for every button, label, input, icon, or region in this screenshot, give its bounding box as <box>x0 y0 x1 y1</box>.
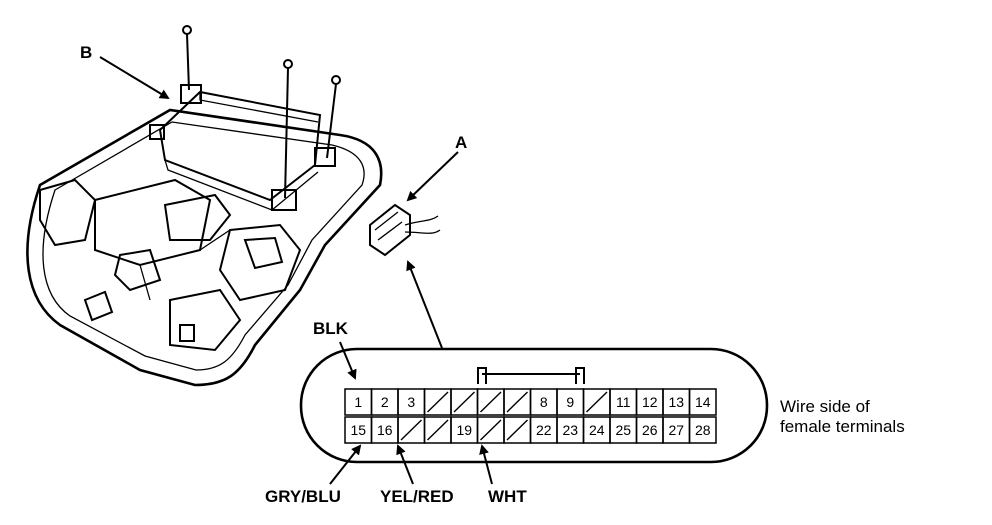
connector-key-right <box>575 367 585 384</box>
wire-label-yel-red: YEL/RED <box>380 487 454 506</box>
connector-view-arrow <box>406 260 443 349</box>
screw-icon <box>182 25 192 91</box>
wire-label-wht: WHT <box>488 487 527 506</box>
pin-label-16: 16 <box>377 422 393 438</box>
pin-blank-slash <box>400 419 422 441</box>
blk-leader-arrow <box>339 341 357 380</box>
callout-label-b: B <box>80 43 92 62</box>
pin-label-2: 2 <box>381 394 389 410</box>
pin-blank-slash <box>427 391 449 413</box>
pin-blank-slash <box>480 419 502 441</box>
pin-label-26: 26 <box>642 422 658 438</box>
yel-red-leader-arrow <box>396 444 414 485</box>
connector-outline <box>299 347 769 464</box>
gry-blu-leader-arrow <box>329 444 362 485</box>
pin-label-9: 9 <box>566 394 574 410</box>
pin-label-19: 19 <box>456 422 472 438</box>
pin-label-11: 11 <box>616 394 631 410</box>
pin-label-13: 13 <box>668 394 684 410</box>
pin-label-15: 15 <box>350 422 366 438</box>
callout-a-arrow <box>406 151 459 202</box>
pin-blank-slash <box>453 391 475 413</box>
screw-icon <box>326 75 341 159</box>
pin-blank-slash <box>586 391 608 413</box>
console-assembly-illustration <box>26 25 383 387</box>
pin-label-14: 14 <box>695 394 711 410</box>
pin-blank-slash <box>506 391 528 413</box>
pin-label-3: 3 <box>407 394 415 410</box>
connector-a-illustration <box>369 203 441 257</box>
screw-icon <box>283 59 293 199</box>
connector-note-line2: female terminals <box>780 417 905 436</box>
connector-note-line1: Wire side of <box>780 397 870 416</box>
pin-label-28: 28 <box>695 422 711 438</box>
pin-label-27: 27 <box>668 422 684 438</box>
pin-blank-slash <box>427 419 449 441</box>
wire-label-blk: BLK <box>313 319 349 338</box>
pin-blank-slash <box>506 419 528 441</box>
callout-b-arrow <box>99 56 170 100</box>
pin-label-24: 24 <box>589 422 605 438</box>
pin-label-22: 22 <box>536 422 552 438</box>
pin-label-25: 25 <box>615 422 631 438</box>
pin-cell-14 <box>688 388 717 416</box>
connector-key-left <box>477 367 487 384</box>
pin-label-12: 12 <box>642 394 658 410</box>
pin-label-23: 23 <box>562 422 578 438</box>
wht-leader-arrow <box>479 444 493 485</box>
pin-label-8: 8 <box>540 394 548 410</box>
callout-label-a: A <box>455 133 467 152</box>
pin-cell-28 <box>688 416 717 444</box>
pin-blank-slash <box>480 391 502 413</box>
wire-label-gry-blu: GRY/BLU <box>265 487 341 506</box>
pin-label-1: 1 <box>354 394 362 410</box>
